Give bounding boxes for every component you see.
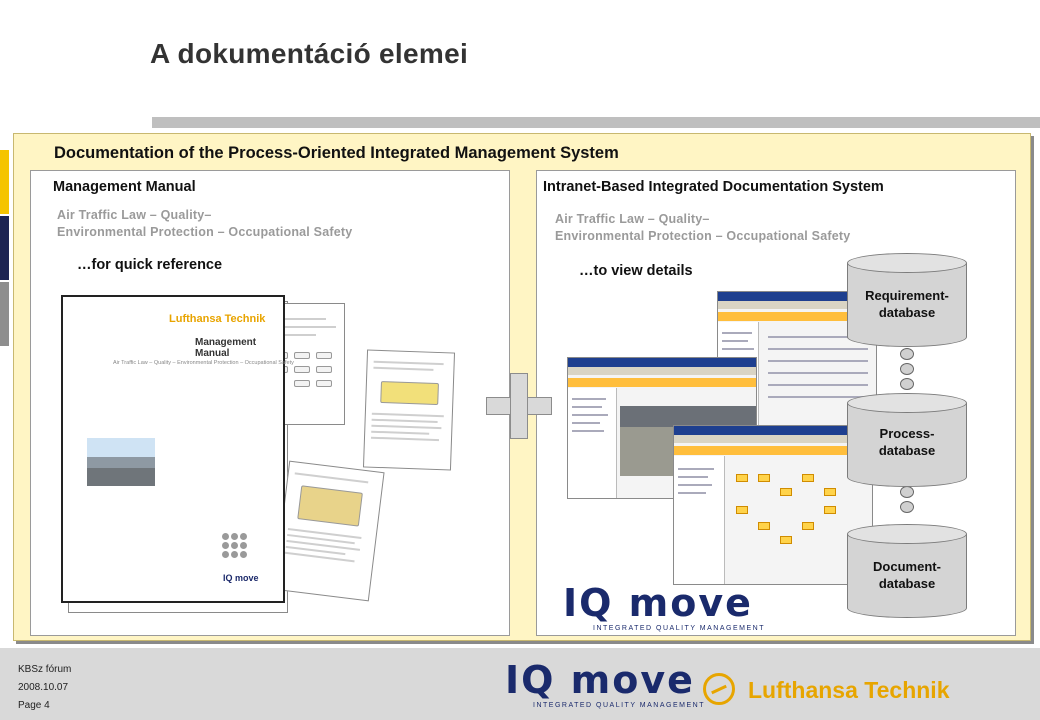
frame-title: Documentation of the Process-Oriented In… bbox=[54, 144, 619, 162]
cover-title: Management Manual bbox=[195, 337, 257, 359]
db-label-requirement: Requirement-database bbox=[865, 288, 949, 320]
tagline-quick-reference: …for quick reference bbox=[77, 257, 223, 273]
tab-grey bbox=[0, 282, 9, 346]
slide-title: A dokumentáció elemei bbox=[150, 38, 469, 69]
db-connector-1 bbox=[900, 348, 914, 393]
iq-move-logo: IQ move bbox=[563, 581, 753, 625]
plus-icon bbox=[486, 373, 552, 439]
subtitle-line-1: Air Traffic Law – Quality– bbox=[57, 208, 212, 222]
tab-navy bbox=[0, 216, 9, 280]
subtitle-line-2: Environmental Protection – Occupational … bbox=[555, 229, 851, 243]
db-label-process: Process-database bbox=[878, 426, 936, 458]
panel-title-manual: Management Manual bbox=[53, 179, 196, 195]
subtitle-line-2: Environmental Protection – Occupational … bbox=[57, 225, 353, 239]
cover-brand: Lufthansa Technik bbox=[169, 313, 266, 325]
screenshot-process-flow bbox=[673, 425, 873, 585]
doc-page-diagram bbox=[362, 349, 456, 471]
cover-photo bbox=[87, 438, 155, 486]
left-color-tabs bbox=[0, 150, 9, 348]
panel-title-intranet: Intranet-Based Integrated Documentation … bbox=[543, 179, 884, 195]
cover-dot-pattern bbox=[222, 533, 250, 558]
manual-cover: Lufthansa Technik Management Manual Air … bbox=[61, 295, 294, 603]
footer-iq-move-logo-sub: INTEGRATED QUALITY MANAGEMENT bbox=[533, 702, 705, 709]
footer-event: KBSz fórum bbox=[18, 664, 72, 675]
cover-subtitle: Air Traffic Law – Quality – Environmenta… bbox=[113, 360, 294, 366]
footer-bar bbox=[0, 648, 1040, 720]
footer-lufthansa-logo: Lufthansa Technik bbox=[748, 677, 950, 703]
footer-page: Page 4 bbox=[18, 700, 50, 711]
footer-iq-move-logo: IQ move bbox=[505, 658, 695, 702]
panel-subtitle-intranet: Air Traffic Law – Quality– Environmental… bbox=[555, 211, 850, 245]
tagline-view-details: …to view details bbox=[579, 263, 693, 279]
db-connector-2 bbox=[900, 486, 914, 516]
doc-page-photo bbox=[273, 460, 385, 602]
lufthansa-crane-icon bbox=[703, 673, 735, 705]
panel-subtitle-manual: Air Traffic Law – Quality– Environmental… bbox=[57, 207, 352, 241]
footer-date: 2008.10.07 bbox=[18, 682, 69, 693]
db-label-document: Document-database bbox=[873, 559, 941, 591]
iq-move-logo-sub: INTEGRATED QUALITY MANAGEMENT bbox=[593, 625, 765, 632]
title-rule bbox=[152, 117, 1040, 128]
subtitle-line-1: Air Traffic Law – Quality– bbox=[555, 212, 710, 226]
cover-iq-logo: IQ move bbox=[223, 573, 259, 583]
management-manual-panel: Management Manual Air Traffic Law – Qual… bbox=[30, 170, 510, 636]
tab-yellow bbox=[0, 150, 9, 214]
